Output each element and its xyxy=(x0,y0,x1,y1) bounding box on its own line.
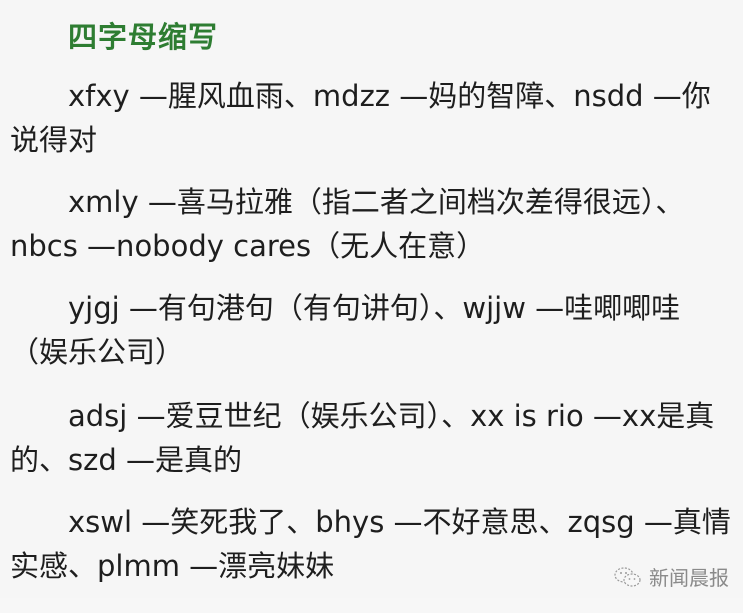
source-watermark: 新闻晨报 xyxy=(613,562,729,591)
paragraph-abbreviations-4: adsj —爱豆世纪（娱乐公司）、xx is rio —xx是真的、szd —是… xyxy=(10,399,715,477)
article-page: 四字母缩写 xfxy —腥风血雨、mdzz —妈的智障、nsdd —你说得对 x… xyxy=(10,20,731,583)
paragraph-abbreviations-5: xswl —笑死我了、bhys —不好意思、zqsg —真情实感、plmm —漂… xyxy=(10,505,731,583)
section-heading: 四字母缩写 xyxy=(68,20,219,54)
paragraph-abbreviations-2: xmly —喜马拉雅（指二者之间档次差得很远）、nbcs —nobody car… xyxy=(10,185,685,263)
paragraph-abbreviations-3: yjgj —有句港句（有句讲句）、wjjw —哇唧唧哇（娱乐公司） xyxy=(10,291,681,369)
paragraph-abbreviations-1: xfxy —腥风血雨、mdzz —妈的智障、nsdd —你说得对 xyxy=(10,79,711,157)
watermark-text: 新闻晨报 xyxy=(649,566,729,590)
wechat-icon xyxy=(614,566,641,587)
